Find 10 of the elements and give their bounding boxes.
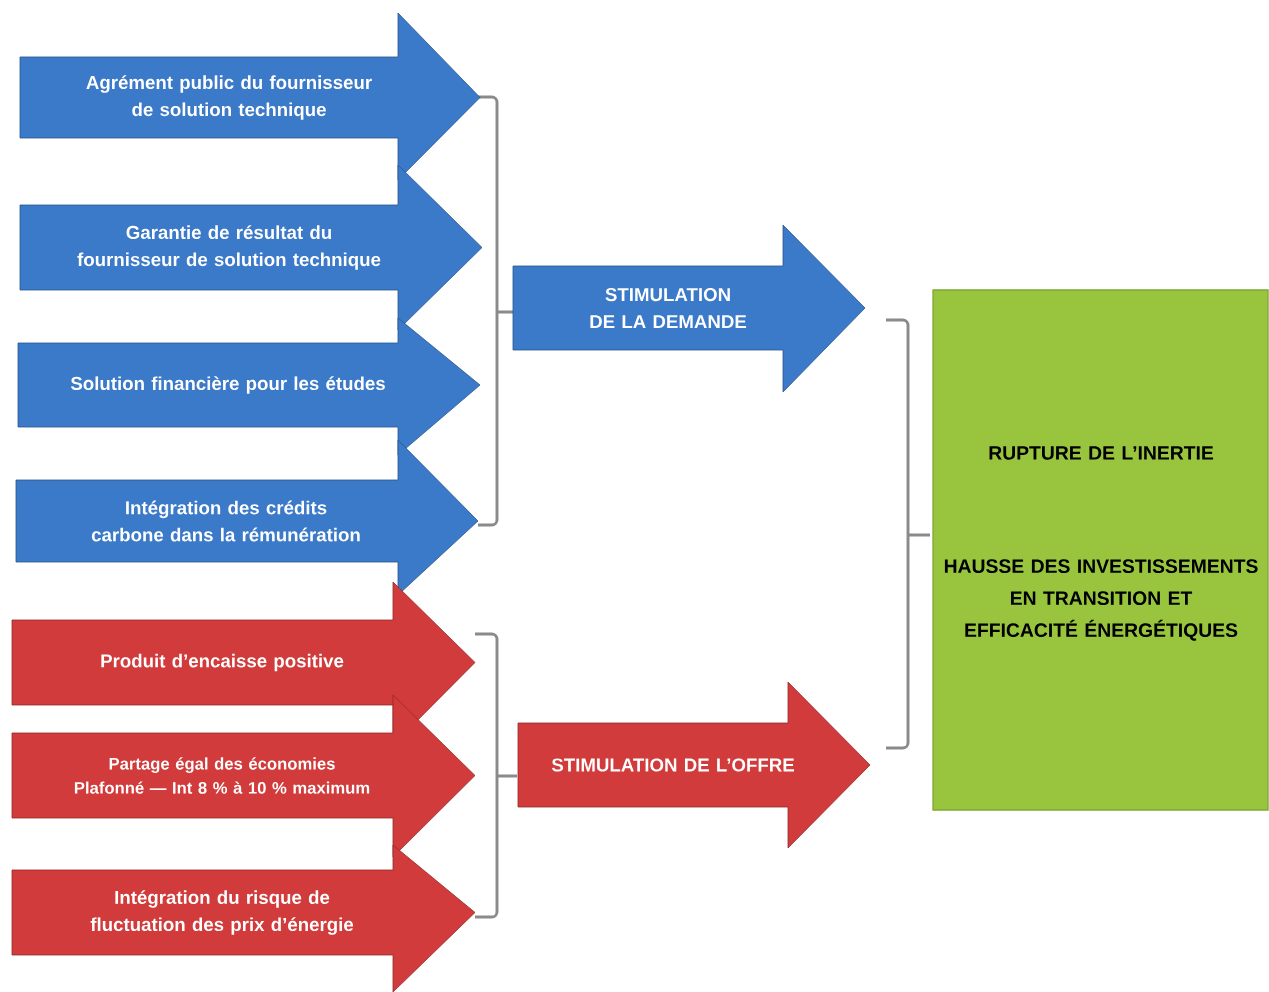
arrow-box: STIMULATION DE LA DEMANDE [512,224,866,393]
arrow-box: Produit d’encaisse positive [11,581,476,746]
arrow-box: Agrément public du fournisseur de solution technique [19,12,481,181]
arrow-box: Garantie de résultat du fournisseur de solution technique [19,164,483,331]
arrow-box: Intégration du risque de fluctuation des prix d’énergie [11,844,476,992]
arrow-box: Intégration des crédits carbone dans la rémunération [15,439,479,596]
arrow-box: Partage égal des économies Plafonné — Int 8 % à 10 % maximum [11,694,476,858]
arrow-box: Solution financière pour les études [17,317,481,456]
result-box: RUPTURE DE L’INERTIE HAUSSE DES INVESTISSEMENTS EN TRANSITION ET EFFICACITÉ ÉNERGÉTIQUES [932,289,1269,811]
arrow-box: STIMULATION DE L’OFFRE [517,681,871,849]
